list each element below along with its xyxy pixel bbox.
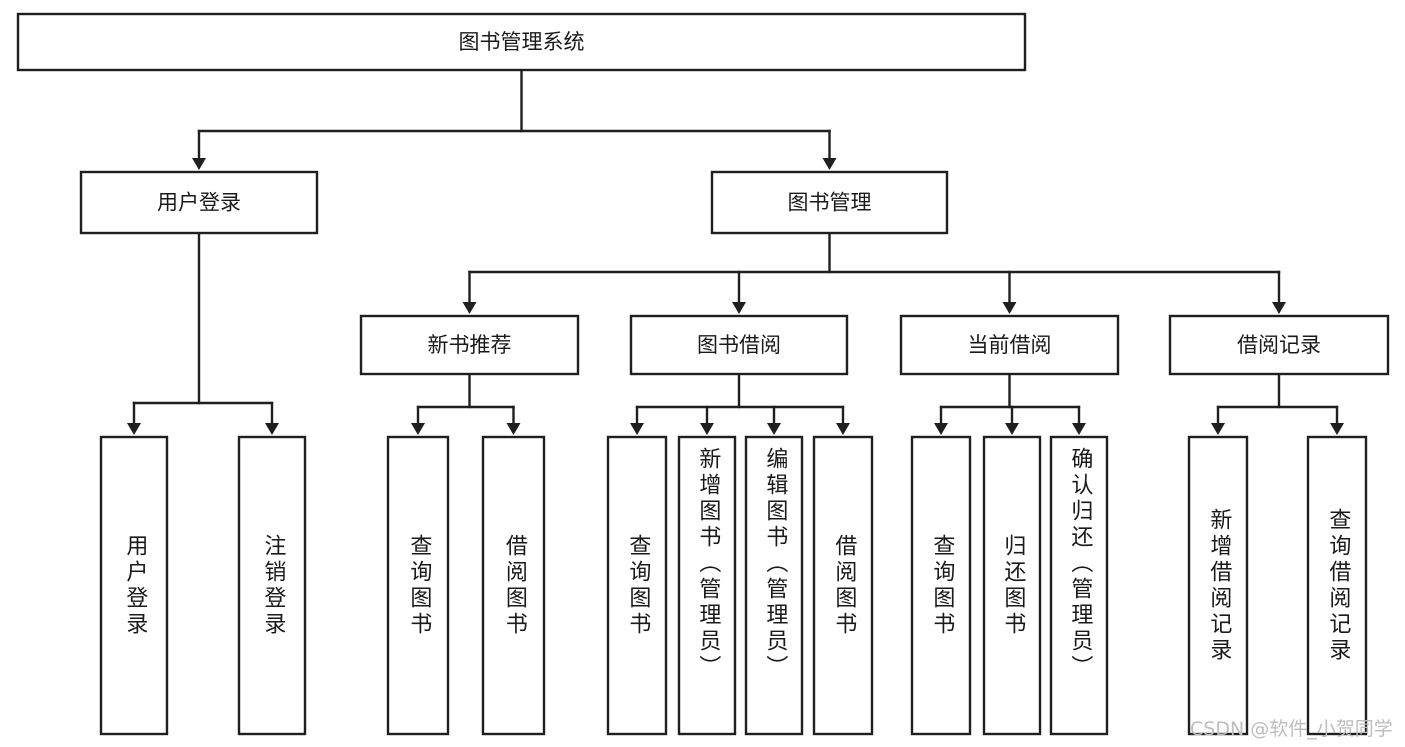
node-box-leaf-query-book-b[interactable] <box>606 435 668 736</box>
node-box-leaf-user-login[interactable] <box>99 435 169 736</box>
node-box-leaf-query-book-rec[interactable] <box>386 435 450 736</box>
node-box-leaf-return-book[interactable] <box>982 435 1042 736</box>
node-box-new-book-rec[interactable] <box>359 314 580 376</box>
node-label-root: 图书管理系统 <box>459 30 585 54</box>
node-box-leaf-logout[interactable] <box>237 435 307 736</box>
node-box-leaf-query-book-c[interactable] <box>910 435 972 736</box>
csdn-watermark: CSDN @软件_小贺同学 <box>1190 718 1393 740</box>
node-box-borrow-record[interactable] <box>1168 314 1390 376</box>
node-box-leaf-borrow-book-b[interactable] <box>812 435 874 736</box>
connector-lines <box>127 68 1344 435</box>
node-box-book-manage[interactable] <box>710 170 949 235</box>
node-label-book-manage: 图书管理 <box>788 191 872 215</box>
node-box-current-borrow[interactable] <box>899 314 1120 376</box>
node-box-root[interactable] <box>16 12 1027 72</box>
node-label-current-borrow: 当前借阅 <box>968 333 1052 357</box>
node-box-leaf-add-record[interactable] <box>1187 435 1249 736</box>
node-box-leaf-add-book[interactable] <box>677 435 737 736</box>
node-box-book-borrow[interactable] <box>629 314 849 376</box>
node-label-new-book-rec: 新书推荐 <box>428 333 512 357</box>
node-box-leaf-borrow-book-rec[interactable] <box>481 435 546 736</box>
node-box-leaf-edit-book[interactable] <box>744 435 804 736</box>
node-boxes <box>16 12 1390 736</box>
node-label-borrow-record: 借阅记录 <box>1237 333 1321 357</box>
node-label-book-borrow: 图书借阅 <box>697 333 781 357</box>
node-box-user-login[interactable] <box>79 170 319 235</box>
node-box-leaf-query-record[interactable] <box>1306 435 1368 736</box>
node-label-user-login: 用户登录 <box>157 191 241 215</box>
node-box-leaf-confirm-return[interactable] <box>1049 435 1109 736</box>
